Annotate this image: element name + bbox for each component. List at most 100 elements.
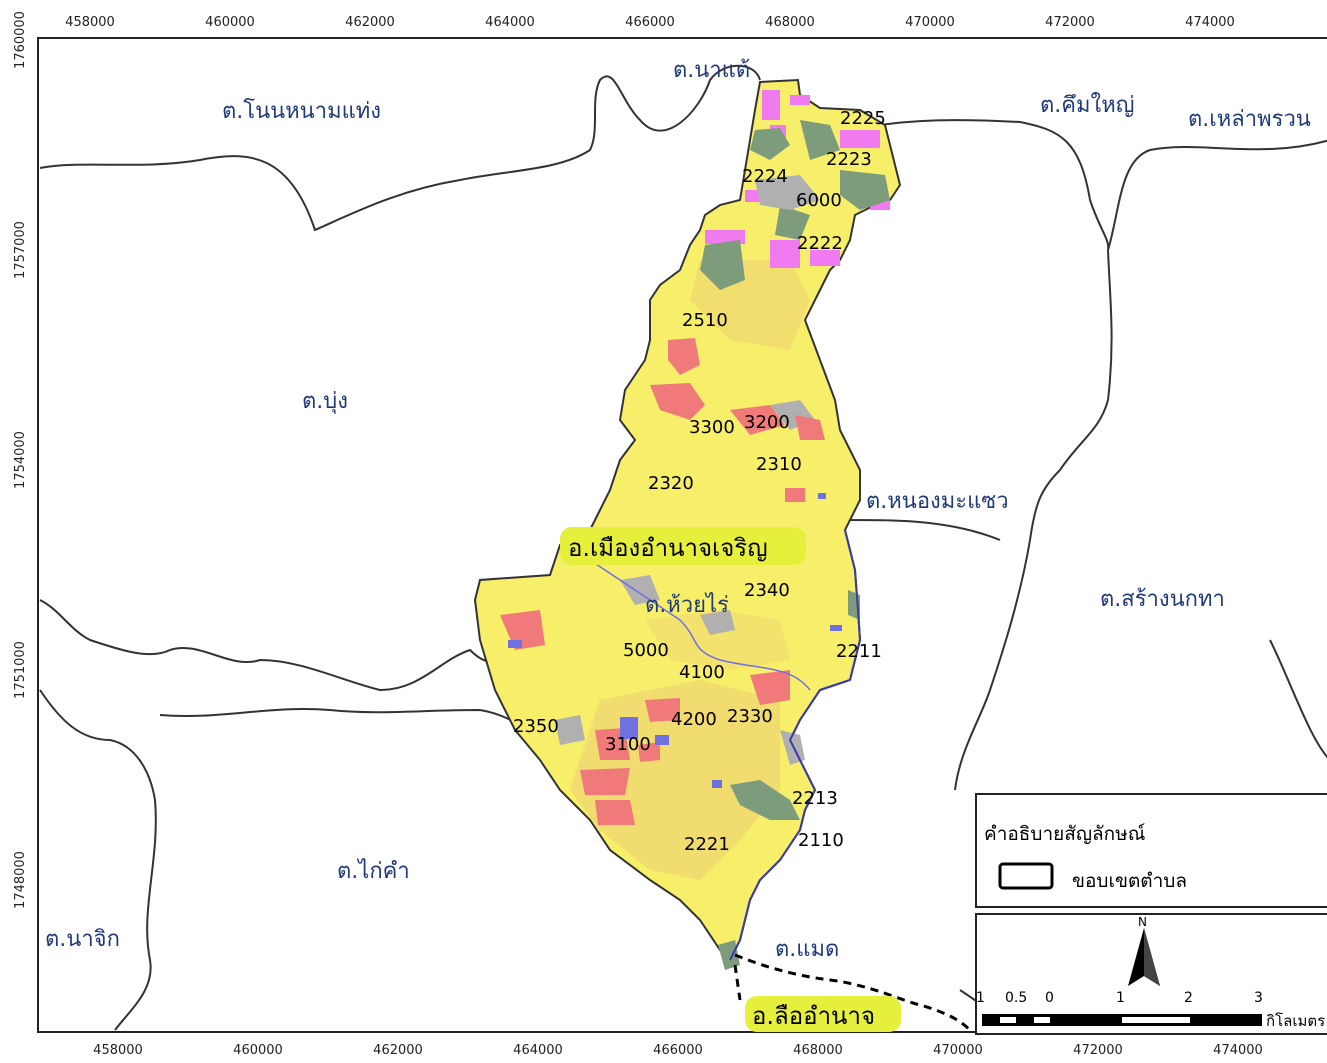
zone-label: 4100 <box>679 662 725 683</box>
zone-label: 3300 <box>689 417 735 438</box>
scale-label: 0 <box>1045 990 1054 1006</box>
label-tambon-maet: ต.แมด <box>775 937 839 962</box>
stream-line <box>589 559 811 691</box>
boundary-line-east <box>954 249 1113 791</box>
x-tick-top: 468000 <box>765 15 815 30</box>
scale-label: 2 <box>1184 990 1193 1006</box>
urban-patch <box>795 415 825 440</box>
urban-patch <box>668 338 700 375</box>
forest-patch <box>800 120 840 160</box>
urban-patch <box>785 488 805 502</box>
label-tambon-khuemyai: ต.คึมใหญ่ <box>1040 92 1135 118</box>
boundary-line-far-east <box>1269 639 1327 759</box>
scale-label: 1 <box>976 990 985 1006</box>
orchard-patch <box>705 230 745 244</box>
x-tick-labels-bottom: 458000 460000 462000 464000 466000 46800… <box>93 1043 1263 1058</box>
label-tambon-natae: ต.นาแต้ <box>673 58 750 83</box>
boundary-line-west <box>39 599 501 692</box>
water-patch <box>655 735 669 745</box>
orchard-patch <box>790 95 810 105</box>
forest-patch <box>775 205 810 240</box>
urban-patch <box>580 768 630 795</box>
boundary-line-northeast <box>879 119 1327 251</box>
label-tambon-nongmasaeo: ต.หนองมะแซว <box>866 489 1009 514</box>
urban-patch <box>595 800 635 825</box>
x-tick-top: 464000 <box>485 15 535 30</box>
forest-patch <box>730 780 800 820</box>
forest-patch <box>840 170 890 210</box>
urban-patch <box>730 405 785 435</box>
boundary-line-southwest <box>39 689 157 1031</box>
tambon-labels: ต.โนนหนามแท่ง ต.นาแต้ ต.คึมใหญ่ ต.เหล่าพ… <box>45 58 1311 962</box>
zone-label: 2223 <box>826 149 872 170</box>
x-tick-top: 460000 <box>205 15 255 30</box>
boundary-line-south-mid <box>159 707 546 751</box>
y-tick: 1751000 <box>13 641 28 699</box>
zone-label: 2510 <box>682 310 728 331</box>
north-letter: N <box>1138 915 1147 929</box>
scale-unit: กิโลเมตร <box>1266 1012 1325 1030</box>
y-tick: 1760000 <box>13 11 28 69</box>
orchard-patch <box>762 90 780 120</box>
legend-item-label: ขอบเขตตำบล <box>1072 870 1187 892</box>
scale-bar-segment <box>1122 1017 1190 1023</box>
y-tick: 1748000 <box>13 851 28 909</box>
boundary-line-north <box>39 64 761 232</box>
zone-label: 2213 <box>792 788 838 809</box>
x-tick-top: 458000 <box>65 15 115 30</box>
misc-patch <box>700 610 735 635</box>
label-tambon-kaikham: ต.ไก่คำ <box>337 858 410 884</box>
label-tambon-laophruan: ต.เหล่าพรวน <box>1188 107 1311 132</box>
zone-label: 2320 <box>648 473 694 494</box>
x-tick-bottom: 460000 <box>233 1043 283 1058</box>
landuse-patches <box>500 90 890 970</box>
district-highlight-mueang <box>560 527 806 565</box>
boundary-line-east-mid <box>844 519 1001 541</box>
label-tambon-najik: ต.นาจิก <box>45 927 120 952</box>
x-tick-top: 466000 <box>625 15 675 30</box>
legend-title: คำอธิบายสัญลักษณ์ <box>984 823 1145 845</box>
urban-patch <box>645 698 680 722</box>
urban-patch <box>638 742 660 762</box>
misc-patch <box>555 715 585 745</box>
misc-patch <box>620 575 660 605</box>
x-tick-bottom: 466000 <box>653 1043 703 1058</box>
x-tick-bottom: 462000 <box>373 1043 423 1058</box>
zone-label: 2110 <box>798 830 844 851</box>
label-tambon-huayrai: ต.ห้วยไร่ <box>645 592 729 618</box>
x-tick-bottom: 468000 <box>793 1043 843 1058</box>
scale-box: N 1 0.5 0 1 2 3 กิโลเมตร <box>975 913 1327 1035</box>
scale-bar-segment <box>1034 1017 1050 1023</box>
orchard-patch <box>870 200 890 210</box>
x-tick-bottom: 458000 <box>93 1043 143 1058</box>
district-labels: อ.เมืองอำนาจเจริญ อ.ลืออำนาจ <box>560 527 901 1032</box>
zone-label: 2350 <box>513 716 559 737</box>
zone-labels: 2225 2223 2224 6000 2222 2510 3300 3200 … <box>513 108 886 855</box>
water-patch <box>830 625 842 631</box>
zone-label: 4200 <box>671 709 717 730</box>
label-district-lue: อ.ลืออำนาจ <box>752 1002 875 1030</box>
x-tick-top: 462000 <box>345 15 395 30</box>
orchard-patch <box>810 250 840 266</box>
label-district-mueang: อ.เมืองอำนาจเจริญ <box>568 534 768 562</box>
label-tambon-nonnamtaeng: ต.โนนหนามแท่ง <box>222 98 381 124</box>
legend-box: คำอธิบายสัญลักษณ์ ขอบเขตตำบล <box>975 793 1327 908</box>
paddy-patch-center <box>645 610 790 670</box>
district-boundary-dashed <box>734 953 972 1032</box>
forest-patch <box>718 940 740 970</box>
zone-label: 2221 <box>684 834 730 855</box>
label-tambon-sangnokta: ต.สร้างนกทา <box>1100 587 1225 612</box>
zone-label: 2225 <box>840 108 886 129</box>
x-tick-top: 470000 <box>905 15 955 30</box>
zone-label: 2211 <box>836 641 882 662</box>
y-tick: 1757000 <box>13 221 28 279</box>
zone-label: 2330 <box>727 706 773 727</box>
misc-patch <box>755 175 820 210</box>
river-edge <box>729 529 862 961</box>
district-highlight-lue <box>745 996 901 1032</box>
x-tick-bottom: 474000 <box>1213 1043 1263 1058</box>
water-patch <box>712 780 722 788</box>
y-tick-labels: 1760000 1757000 1754000 1751000 1748000 <box>13 11 28 909</box>
